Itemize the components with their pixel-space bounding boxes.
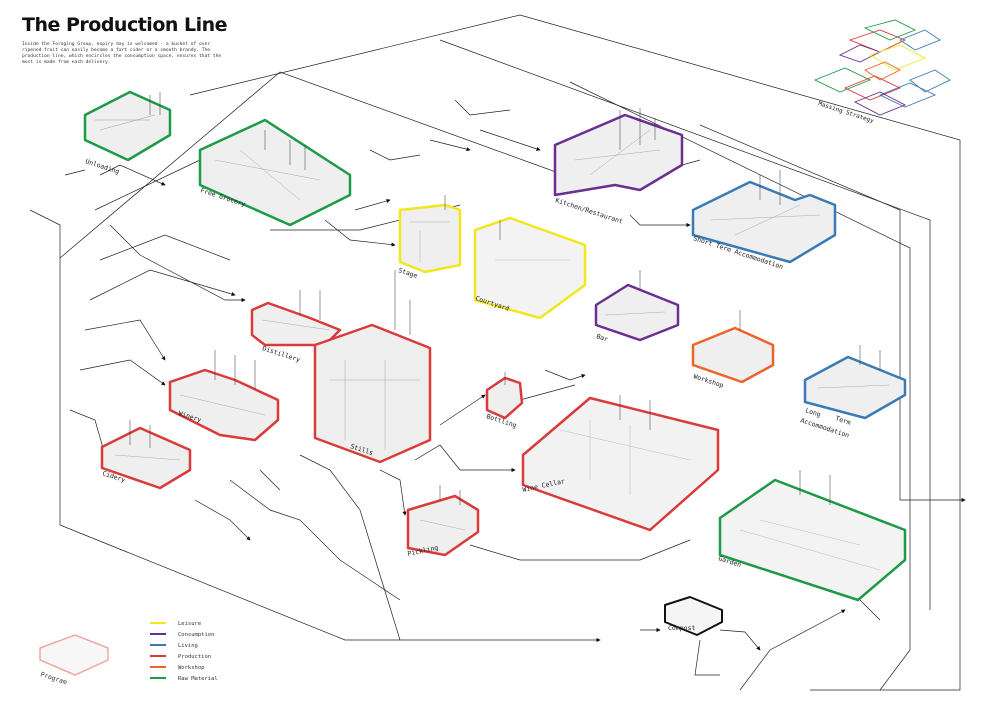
volume-workshop — [691, 326, 775, 384]
legend-program-label: Program — [39, 670, 68, 686]
volume-short-term — [691, 180, 837, 264]
flow-lines — [29, 14, 966, 691]
svg-text:Leisure: Leisure — [178, 621, 201, 627]
svg-text:Living: Living — [178, 643, 198, 649]
legend-item-leisure: Leisure — [150, 621, 201, 627]
massing-strategy-label: Massing Strategy — [817, 100, 874, 125]
volume-garden — [718, 478, 907, 602]
label-compost: Compost — [668, 624, 695, 632]
volume-wine-cellar — [521, 396, 720, 532]
label-distillery: Distillery — [261, 344, 301, 364]
space-volumes — [83, 90, 907, 636]
volume-kitchen — [553, 113, 684, 197]
volume-distillery — [250, 301, 342, 347]
svg-text:Consumption: Consumption — [178, 632, 214, 638]
volume-compost — [664, 596, 723, 636]
svg-text:Production: Production — [178, 654, 211, 660]
volume-long-term — [803, 355, 907, 420]
label-long-term-2: Term — [834, 414, 851, 426]
intro-text: Inside the Foraging Group, expiry day is… — [22, 42, 222, 65]
legend-program-swatch — [39, 634, 109, 676]
svg-text:Raw Material: Raw Material — [178, 676, 218, 682]
label-bar: Bar — [595, 332, 609, 343]
legend: Program Leisure Consumption Living Produ… — [39, 621, 218, 686]
page-title: The Production Line — [22, 14, 228, 36]
volume-bottling — [485, 376, 524, 420]
label-kitchen: Kitchen/Restaurant — [554, 196, 624, 225]
volume-stage — [398, 203, 462, 274]
legend-item-raw-material: Raw Material — [150, 676, 218, 682]
volume-pickling — [406, 494, 480, 557]
label-long-term-1: Long — [804, 406, 821, 418]
annotation-leaders — [129, 92, 881, 505]
volume-stills — [313, 323, 432, 464]
svg-text:Workshop: Workshop — [178, 665, 205, 671]
volume-cidery — [100, 426, 192, 490]
legend-item-consumption: Consumption — [150, 632, 214, 638]
volume-unloading — [83, 90, 172, 162]
volume-free-grocery — [198, 118, 352, 227]
volume-courtyard — [473, 216, 587, 320]
massing-strategy: Massing Strategy — [813, 19, 951, 125]
legend-item-living: Living — [150, 643, 198, 649]
volume-winery — [168, 368, 280, 442]
volume-bar — [594, 283, 680, 342]
legend-item-workshop: Workshop — [150, 665, 205, 671]
legend-item-production: Production — [150, 654, 211, 660]
label-unloading: Unloading — [84, 157, 120, 176]
